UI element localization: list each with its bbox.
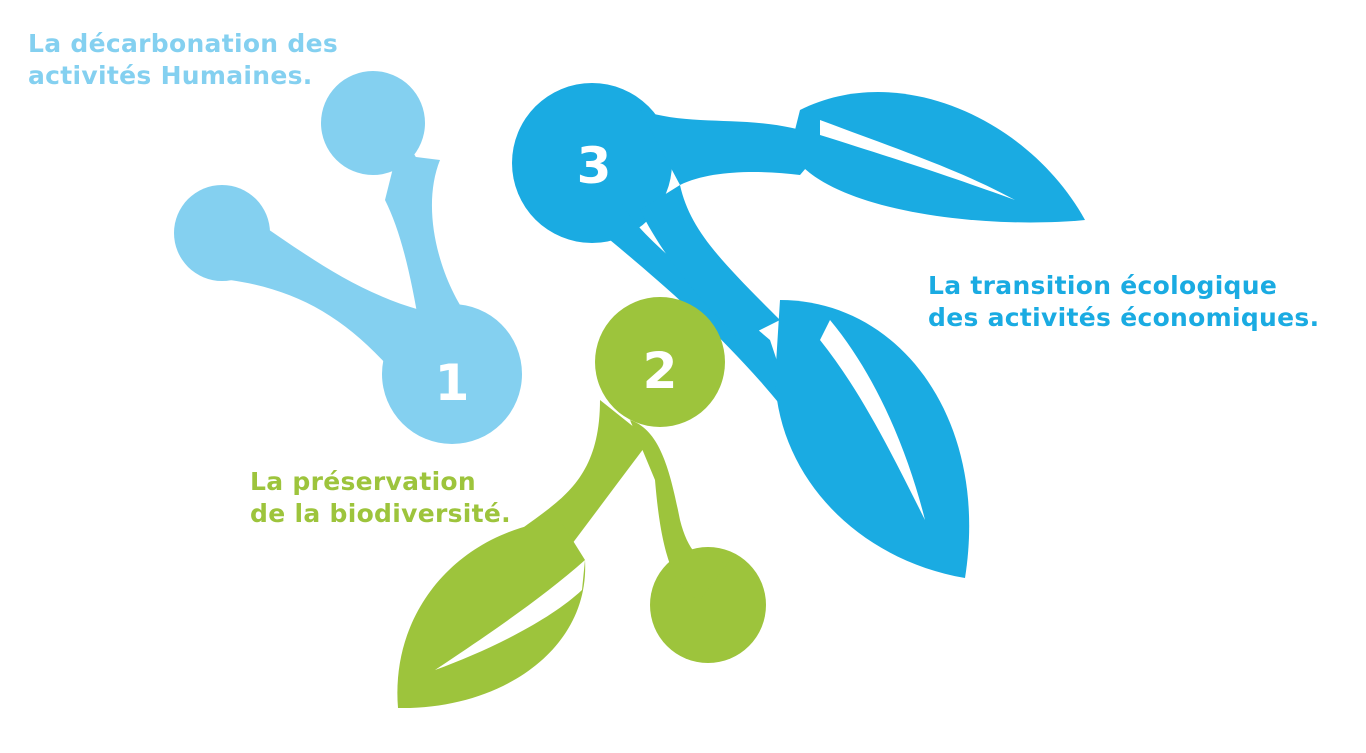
label-decarbonation: La décarbonation des activités Humaines. [28,28,338,92]
leaf-shape-3 [512,83,1085,578]
label-biodiversite: La préservation de la biodiversité. [250,466,511,530]
label-line: de la biodiversité. [250,499,511,528]
leaf-shape-2 [397,297,766,709]
label-line: La transition écologique [928,271,1278,300]
label-line: La décarbonation des [28,29,339,58]
number-3: 3 [577,137,612,195]
number-2: 2 [643,342,678,400]
label-transition: La transition écologique des activités é… [928,270,1319,334]
label-line: activités Humaines. [28,61,313,90]
label-line: La préservation [250,467,477,496]
label-line: des activités économiques. [928,303,1320,332]
molecule-shape-1 [174,71,522,444]
number-1: 1 [435,354,470,412]
